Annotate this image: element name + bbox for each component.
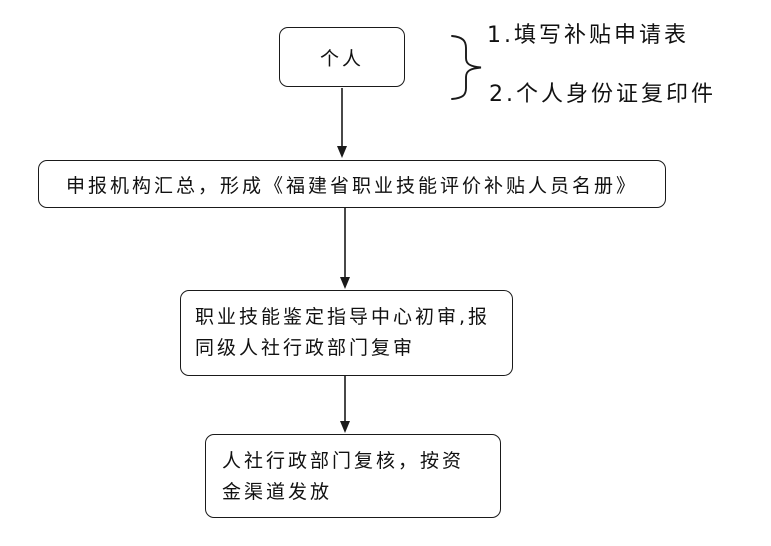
node-final-review-payout: 人社行政部门复核，按资 金渠道发放: [205, 434, 501, 518]
node-individual-label: 个人: [319, 47, 364, 70]
annotation-apply-form: 1.填写补贴申请表: [487, 23, 689, 48]
node-agency-summary: 申报机构汇总，形成《福建省职业技能评价补贴人员名册》: [38, 160, 666, 208]
arrow-down-1-icon: [337, 88, 347, 158]
node-final-review-payout-line-1: 人社行政部门复核，按资: [222, 450, 465, 472]
annotation-id-card-copy: 2.个人身份证复印件: [489, 82, 716, 107]
node-center-initial-review: 职业技能鉴定指导中心初审,报 同级人社行政部门复审: [180, 290, 513, 376]
node-final-review-payout-line-2: 金渠道发放: [222, 481, 333, 503]
node-center-initial-review-line-2: 同级人社行政部门复审: [195, 337, 416, 359]
node-center-initial-review-line-1: 职业技能鉴定指导中心初审,报: [195, 306, 491, 328]
node-agency-summary-label: 申报机构汇总，形成《福建省职业技能评价补贴人员名册》: [65, 174, 638, 197]
arrow-down-3-icon: [340, 376, 350, 433]
brace-icon: [451, 35, 482, 100]
arrow-down-2-icon: [340, 208, 350, 289]
node-individual: 个人: [279, 27, 405, 87]
